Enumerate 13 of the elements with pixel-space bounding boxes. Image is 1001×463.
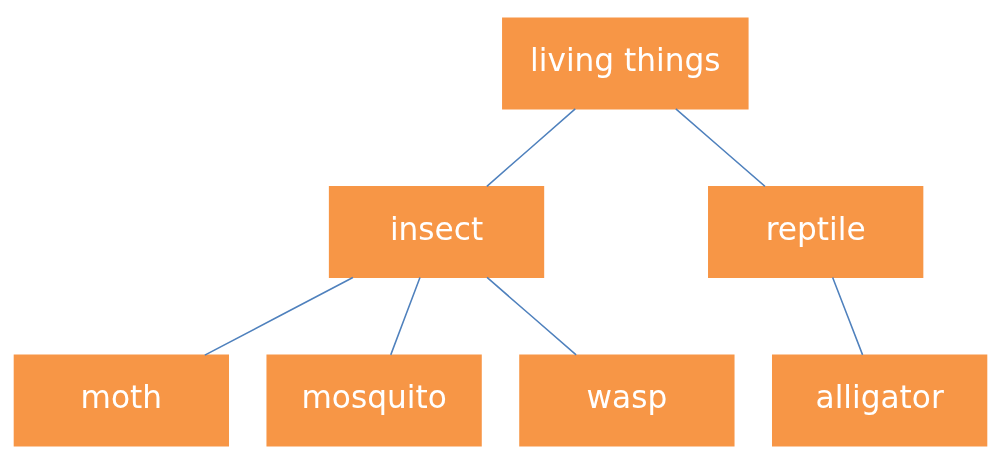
connector [486, 276, 577, 356]
node-box: reptile [708, 185, 924, 278]
connector [204, 276, 354, 356]
node-box: insect [328, 185, 545, 278]
connector [486, 107, 576, 187]
connector [389, 276, 421, 356]
node-box: alligator [772, 354, 988, 447]
connector [675, 107, 766, 187]
connector [831, 276, 864, 356]
node-box: mosquito [266, 354, 482, 447]
node-box: wasp [519, 354, 735, 447]
node-box: living things [502, 16, 749, 109]
node-box: moth [13, 354, 229, 447]
